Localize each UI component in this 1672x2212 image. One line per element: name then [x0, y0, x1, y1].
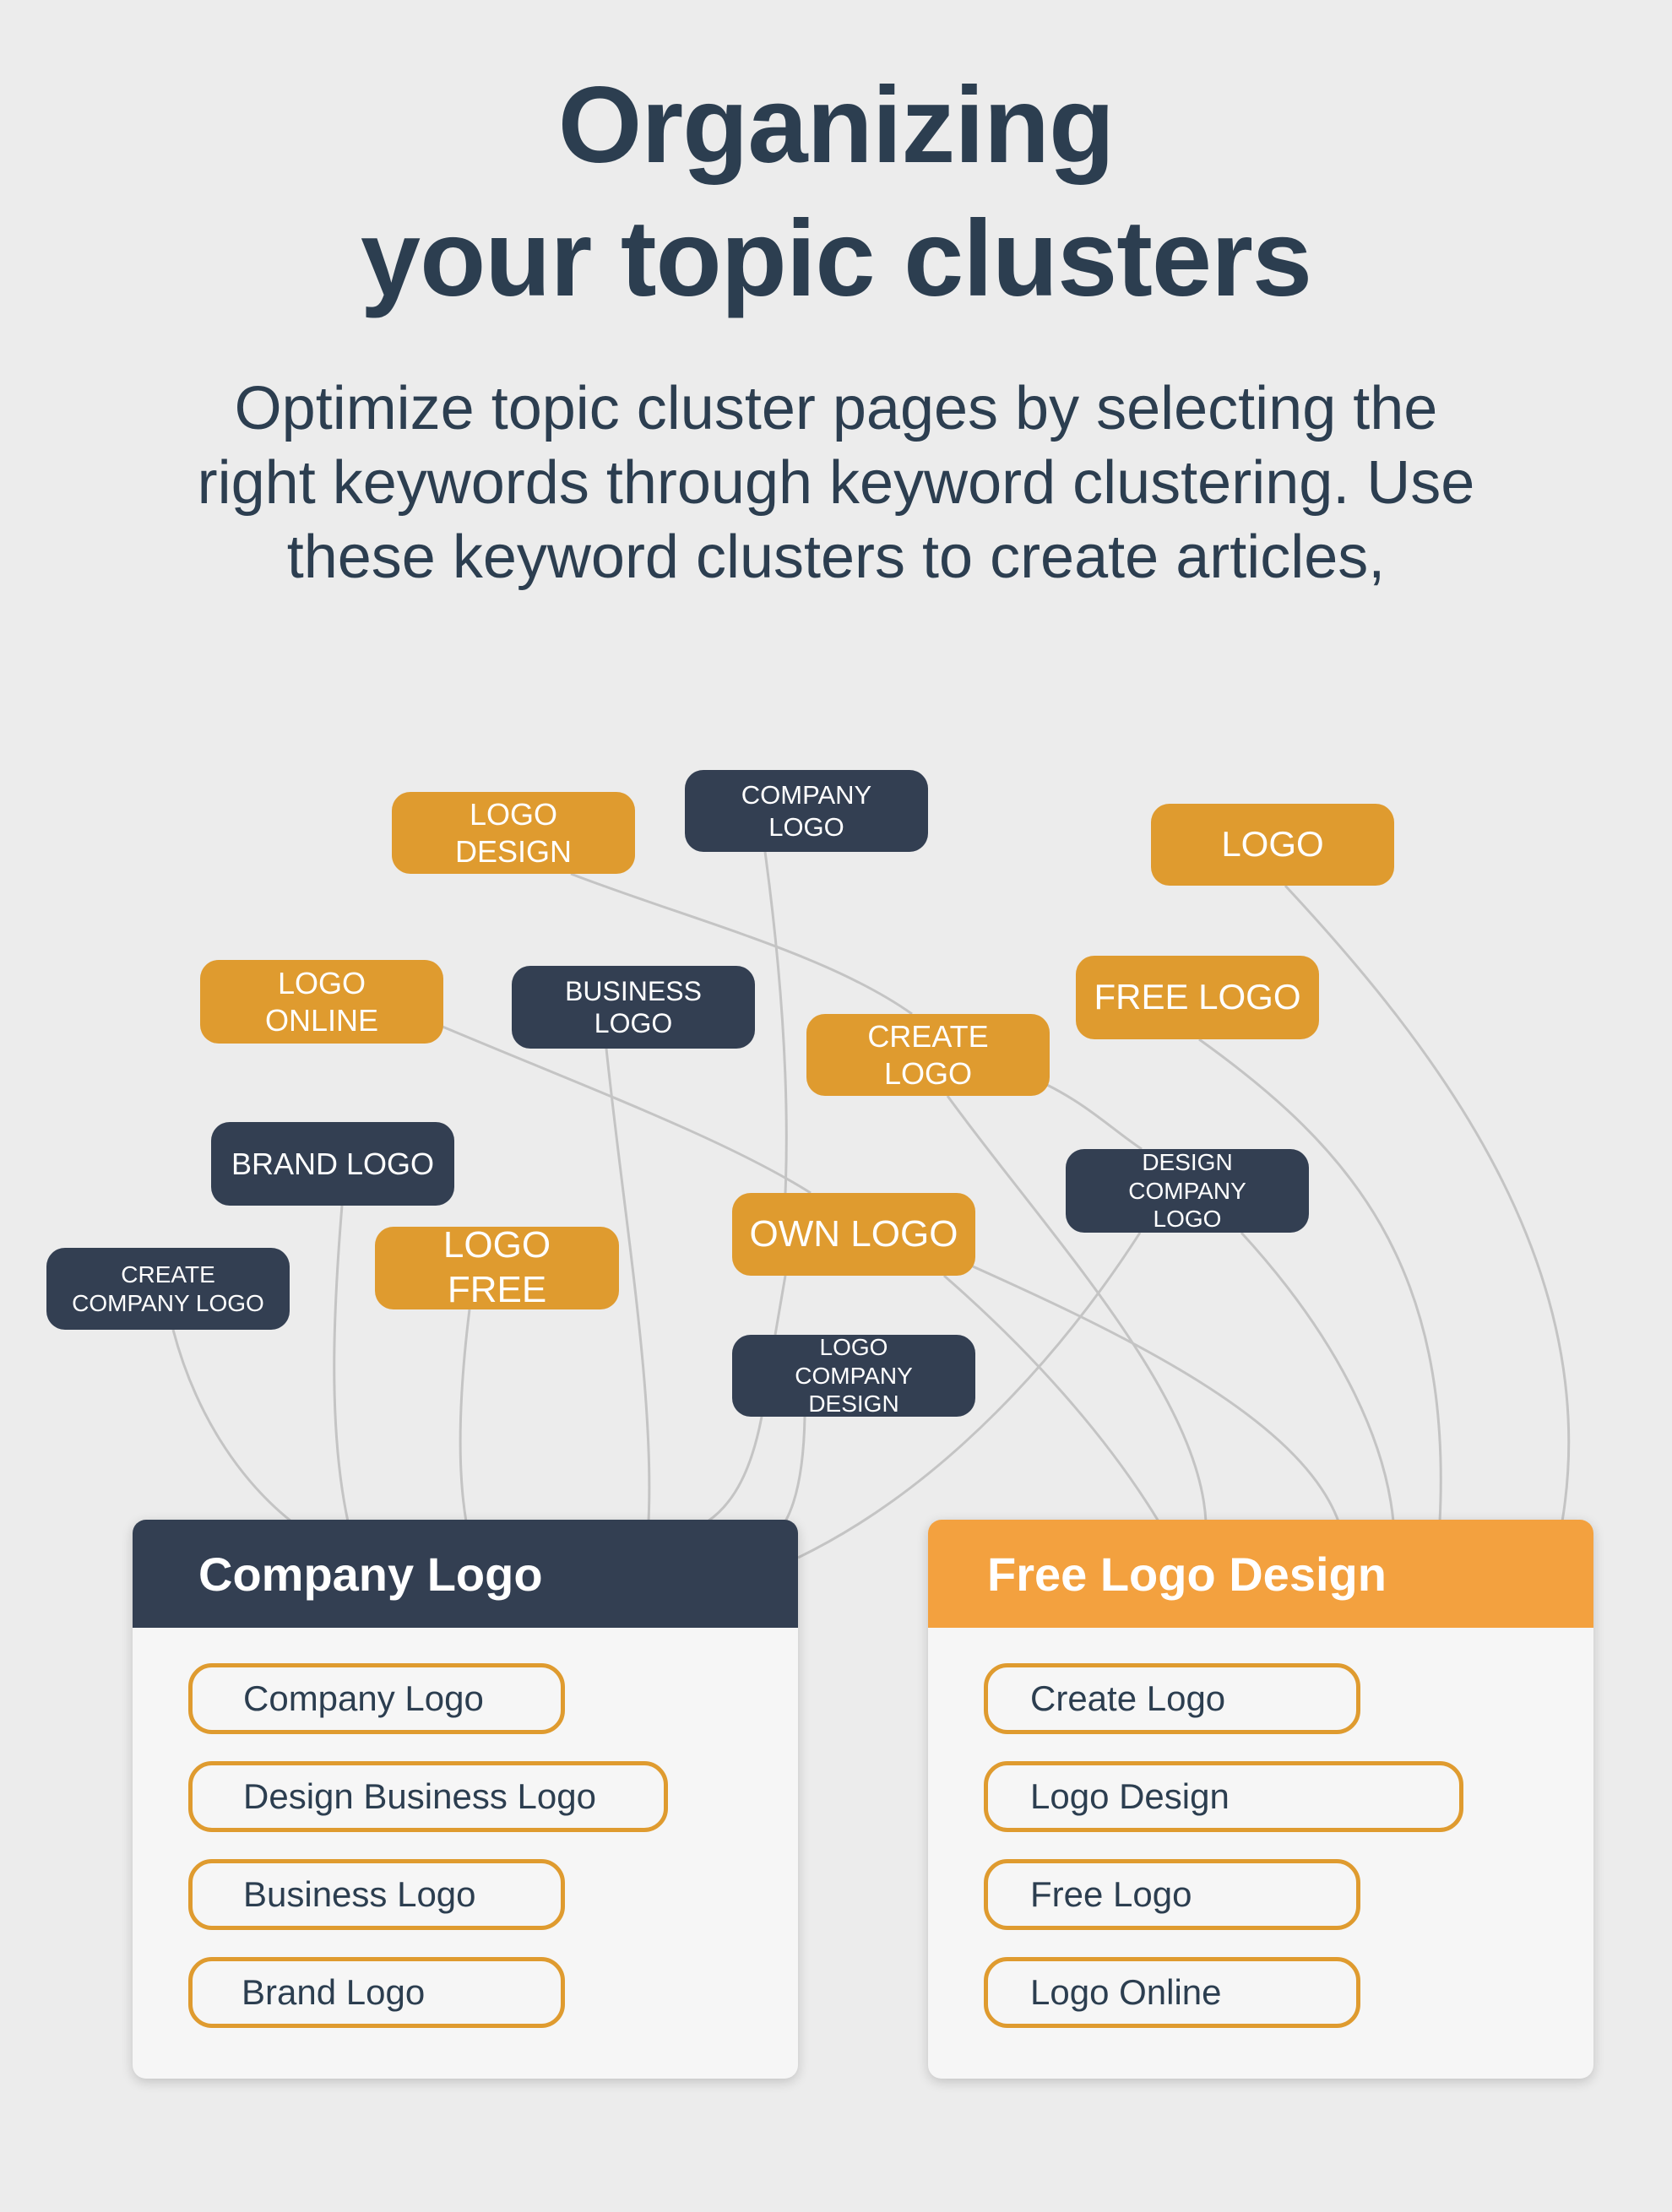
cluster-card-company-logo: Company Logo Company Logo Design Busines…	[133, 1520, 798, 2079]
tag-logo: LOGO	[1151, 804, 1394, 886]
tag-label: LOGO COMPANY DESIGN	[795, 1334, 913, 1418]
tag-label: CREATE COMPANY LOGO	[72, 1261, 264, 1316]
edge-create-logo-to-design-company-logo	[1046, 1083, 1143, 1151]
tag-label: LOGO ONLINE	[264, 966, 379, 1038]
cluster-keyword: Logo Design	[984, 1761, 1463, 1832]
tag-label: BUSINESS LOGO	[565, 975, 702, 1038]
edge-business-logo	[605, 1048, 651, 1522]
keyword-label: Business Logo	[243, 1874, 476, 1914]
edge-design-company-logo-to-left-card	[797, 1232, 1142, 1559]
edge-free-logo	[1198, 1038, 1442, 1522]
tag-business-logo: BUSINESS LOGO	[512, 966, 755, 1049]
cluster-card-header: Free Logo Design	[928, 1520, 1593, 1628]
tag-logo-online: LOGO ONLINE	[200, 960, 443, 1044]
tag-label: FREE LOGO	[1094, 977, 1301, 1017]
cluster-keyword: Company Logo	[188, 1663, 565, 1734]
tag-label: LOGO	[1221, 824, 1324, 865]
keyword-label: Logo Online	[1030, 1972, 1222, 2012]
cluster-title: Company Logo	[198, 1547, 543, 1601]
tag-create-company-logo: CREATE COMPANY LOGO	[46, 1248, 290, 1330]
tag-label: LOGO FREE	[442, 1224, 551, 1310]
tag-logo-company-design: LOGO COMPANY DESIGN	[732, 1334, 975, 1418]
tag-label: LOGO DESIGN	[454, 797, 573, 869]
keyword-label: Brand Logo	[242, 1972, 426, 2012]
edge-logo-online-to-own-logo	[442, 1025, 812, 1195]
cluster-card-header: Company Logo	[133, 1520, 798, 1628]
tag-label: COMPANY LOGO	[741, 780, 872, 842]
cluster-card-free-logo-design: Free Logo Design Create Logo Logo Design…	[928, 1520, 1593, 2079]
tag-label: OWN LOGO	[749, 1212, 958, 1255]
tag-logo-design: LOGO DESIGN	[392, 792, 635, 874]
tag-design-company-logo: DESIGN COMPANY LOGO	[1066, 1149, 1309, 1233]
keyword-label: Company Logo	[243, 1678, 484, 1718]
tag-own-logo: OWN LOGO	[732, 1193, 975, 1276]
page-title: Organizing your topic clusters	[0, 59, 1672, 326]
keyword-label: Logo Design	[1030, 1776, 1230, 1816]
keyword-label: Design Business Logo	[243, 1776, 596, 1816]
cluster-keyword: Create Logo	[984, 1663, 1360, 1734]
edge-company-logo	[763, 851, 788, 1194]
tag-free-logo: FREE LOGO	[1076, 956, 1319, 1039]
keyword-label: Free Logo	[1030, 1874, 1192, 1914]
edge-logo-company-design-a	[707, 1416, 763, 1523]
edge-design-company-logo-to-right-card	[1240, 1231, 1395, 1522]
title-line-1: Organizing	[557, 65, 1115, 186]
edge-create-logo-to-right-card	[946, 1095, 1208, 1522]
edge-own-logo-to-right-card-b	[972, 1265, 1340, 1522]
tag-logo-free: LOGO FREE	[375, 1224, 619, 1310]
page-subtitle: Optimize topic cluster pages by selectin…	[101, 371, 1571, 594]
edge-brand-logo	[333, 1205, 350, 1522]
subtitle-line-1: Optimize topic cluster pages by selectin…	[234, 375, 1438, 442]
tag-label: BRAND LOGO	[231, 1146, 435, 1181]
subtitle-line-2: right keywords through keyword clusterin…	[197, 449, 1475, 517]
tag-company-logo: COMPANY LOGO	[685, 770, 928, 852]
tag-brand-logo: BRAND LOGO	[211, 1122, 454, 1206]
cluster-keyword: Brand Logo	[188, 1957, 565, 2028]
edge-create-company-logo	[171, 1329, 292, 1523]
edge-logo-free	[459, 1309, 471, 1522]
cluster-keyword: Free Logo	[984, 1859, 1360, 1930]
edge-logo-design-to-create-logo	[570, 872, 913, 1016]
cluster-keyword: Design Business Logo	[188, 1761, 668, 1832]
edge-own-logo-to-right-card-a	[943, 1274, 1160, 1522]
subtitle-line-3: these keyword clusters to create article…	[286, 523, 1386, 591]
edge-logo-company-design-b	[784, 1416, 806, 1522]
edge-own-logo-down	[774, 1275, 787, 1336]
cluster-keyword: Logo Online	[984, 1957, 1360, 2028]
cluster-keyword: Business Logo	[188, 1859, 565, 1930]
tag-create-logo: CREATE LOGO	[806, 1014, 1050, 1096]
tag-label: DESIGN COMPANY LOGO	[1128, 1149, 1246, 1233]
cluster-title: Free Logo Design	[987, 1547, 1387, 1601]
keyword-label: Create Logo	[1030, 1678, 1226, 1718]
title-line-2: your topic clusters	[360, 198, 1312, 319]
tag-label: CREATE LOGO	[867, 1019, 989, 1091]
edge-logo	[1284, 884, 1571, 1522]
